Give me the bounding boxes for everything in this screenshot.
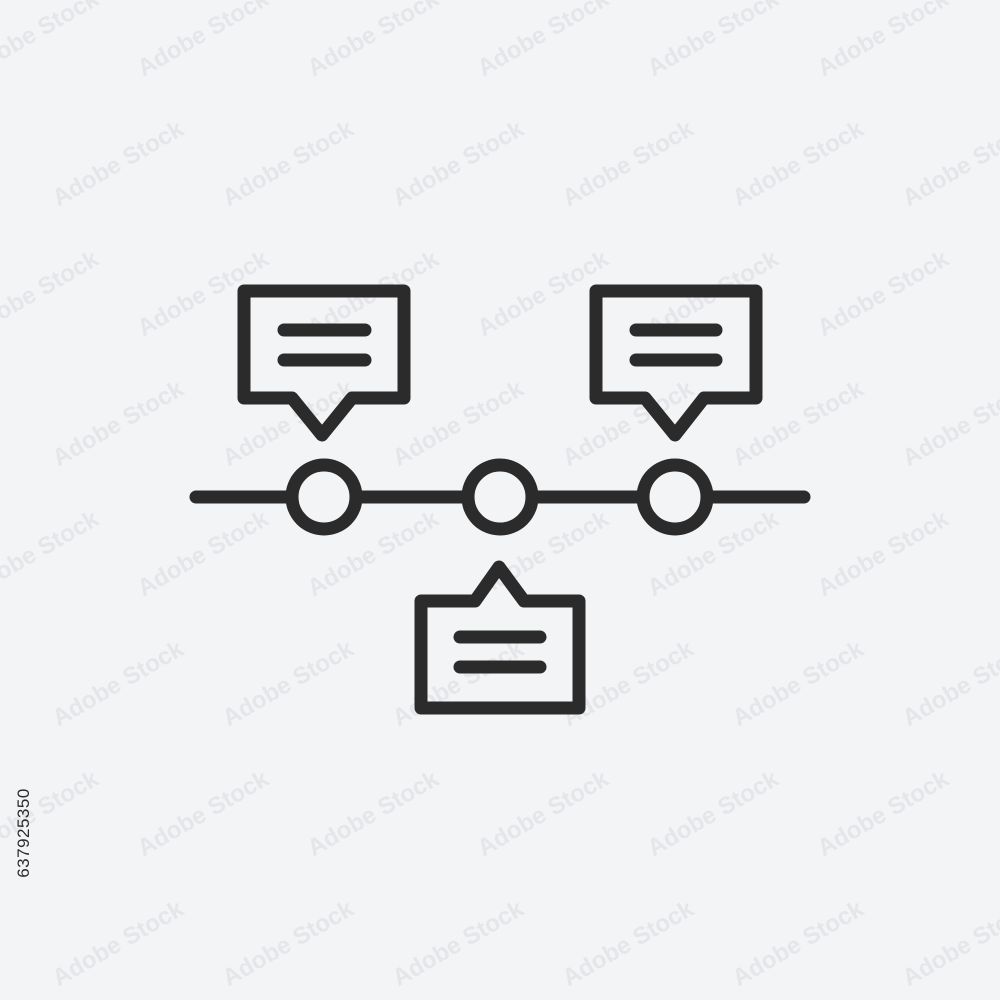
- milestone-node-3: [636, 458, 714, 536]
- milestone-node-2: [461, 458, 539, 536]
- stock-id-text: 637925350: [14, 788, 33, 878]
- stock-id: 637925350: [4, 763, 44, 903]
- speech-bubble-bottom-icon: [414, 560, 586, 715]
- speech-bubble-left-icon: [237, 284, 411, 442]
- milestone-node-1: [285, 458, 363, 536]
- speech-bubble-right-icon: [589, 284, 763, 442]
